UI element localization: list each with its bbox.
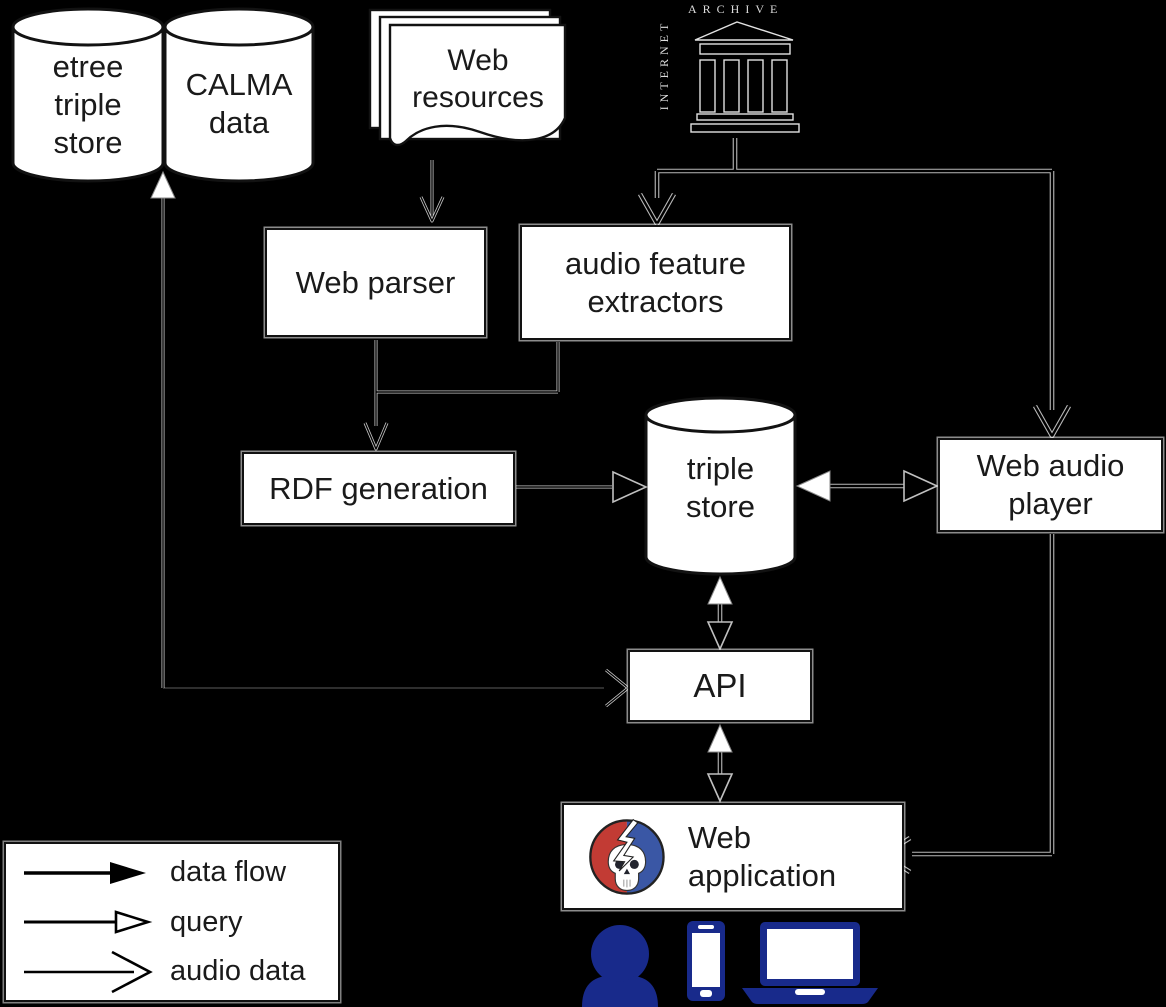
web-resources-label: Web resources <box>412 44 544 114</box>
etree-store-label: etree triple store <box>52 49 124 160</box>
rdf-generation-label: RDF generation <box>269 470 488 506</box>
legend-row-query: query <box>6 899 338 945</box>
legend-query-label: query <box>170 905 243 938</box>
legend: data flow query audio data <box>4 842 340 1002</box>
rdf-generation-box: RDF generation <box>242 452 515 525</box>
api-box: API <box>628 650 812 722</box>
document-stack-icon <box>368 8 567 147</box>
calma-data-label: CALMA data <box>185 67 293 140</box>
steal-your-face-icon <box>589 818 665 895</box>
connector-parsers-to-rdf <box>374 340 560 426</box>
audio-feature-extractors-box: audio feature extractors <box>520 225 791 340</box>
data-flow-arrow-icon <box>24 861 146 884</box>
connector-player-to-webapplication <box>912 534 1055 857</box>
triple-store-label: triple store <box>686 451 755 524</box>
internet-archive-icon <box>690 21 800 133</box>
legend-row-audio-data: audio data <box>6 949 338 995</box>
smartphone-icon <box>687 921 725 1001</box>
internet-archive-top-text: ARCHIVE <box>688 2 784 16</box>
etree-database-cylinder <box>11 7 165 183</box>
data-flow-arrowheads <box>612 469 939 803</box>
web-audio-player-box: Web audio player <box>938 438 1163 532</box>
calma-database-cylinder <box>163 7 315 183</box>
audio-feature-extractors-label: audio feature extractors <box>565 245 746 319</box>
legend-row-data-flow: data flow <box>6 850 338 896</box>
laptop-icon <box>742 922 878 1004</box>
audio-data-arrow-icon <box>24 950 153 993</box>
query-arrow-icon <box>24 910 153 934</box>
api-label: API <box>693 666 747 704</box>
web-application-box: Web application <box>562 803 904 910</box>
query-arrowheads <box>150 170 831 753</box>
web-application-label: Web application <box>687 819 837 893</box>
audio-data-arrowheads <box>363 192 1072 874</box>
internet-archive-side-text: INTERNET <box>657 19 671 111</box>
legend-audio-data-label: audio data <box>170 955 306 987</box>
connector-internet-archive-branches <box>654 138 1055 410</box>
person-icon <box>582 925 658 1007</box>
web-parser-box: Web parser <box>265 228 486 337</box>
web-parser-label: Web parser <box>295 264 456 300</box>
web-audio-player-label: Web audio player <box>976 448 1125 521</box>
legend-data-flow-label: data flow <box>170 856 287 888</box>
triple-store-database-cylinder <box>644 396 797 576</box>
